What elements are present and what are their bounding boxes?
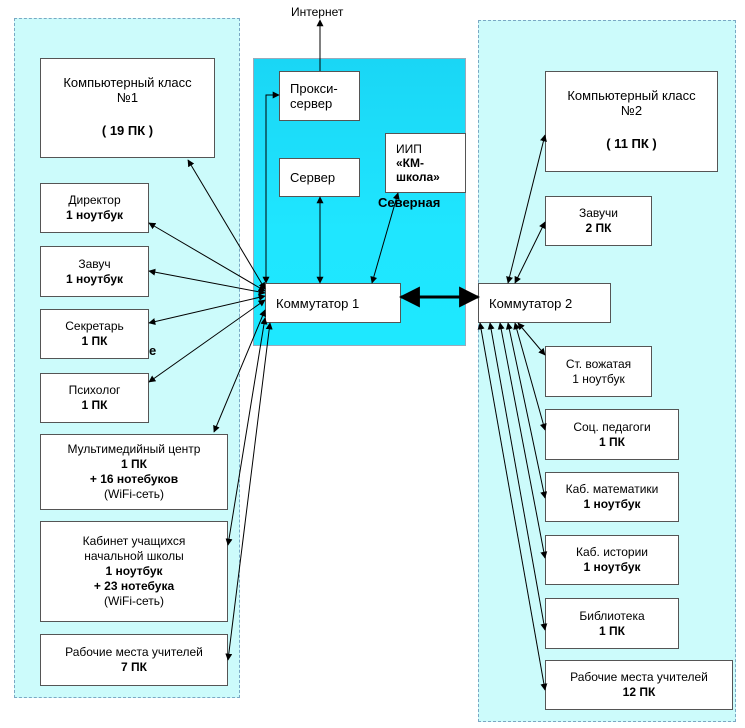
class2-title: Компьютерный класс — [567, 88, 696, 103]
link-iip-switch1 — [370, 192, 400, 284]
link-zavuch — [148, 268, 266, 296]
multimedia-title: Мультимедийный центр — [67, 442, 201, 456]
node-vozhataya: Ст. вожатая 1 ноутбук — [545, 346, 652, 397]
node-teachers2: Рабочие места учителей 12 ПК — [545, 660, 733, 710]
primary-title: Кабинет учащихся — [82, 534, 186, 548]
class1-title2: №1 — [116, 90, 139, 105]
link-proxy-switch1 — [262, 91, 280, 284]
server-label: Сервер — [290, 170, 336, 185]
secretary-detail: 1 ПК — [81, 334, 108, 348]
class2-title2: №2 — [620, 103, 643, 118]
link-secretary — [148, 294, 266, 325]
node-class1: Компьютерный класс №1 ( 19 ПК ) — [40, 58, 215, 158]
iip-line1: ИИП — [396, 142, 422, 156]
psychologist-detail: 1 ПК — [81, 398, 108, 412]
multimedia-detail3: (WiFi-сеть) — [104, 487, 164, 501]
iip-box: ИИП «КМ- школа» — [385, 133, 466, 193]
library-detail: 1 ПК — [599, 623, 625, 638]
director-title: Директор — [68, 193, 121, 207]
internet-label: Интернет — [291, 5, 344, 19]
switch-1-label: Коммутатор 1 — [276, 295, 360, 311]
socped-title: Соц. педагоги — [573, 419, 651, 434]
teachers2-detail: 12 ПК — [622, 685, 656, 699]
node-psychologist: Психолог 1 ПК — [40, 373, 149, 423]
vozhataya-detail: 1 ноутбук — [572, 371, 625, 386]
link-history — [497, 322, 548, 559]
history-title: Каб. истории — [575, 545, 649, 559]
class1-title: Компьютерный класс — [63, 75, 192, 90]
proxy-server-box: Прокси- сервер — [279, 71, 360, 121]
psychologist-title: Психолог — [68, 383, 121, 397]
link-multimedia — [213, 309, 266, 433]
primary-title2: начальной школы — [84, 549, 184, 563]
primary-detail2: + 23 нотебука — [93, 579, 175, 593]
proxy-line1: Прокси- — [290, 81, 338, 96]
link-psychologist — [148, 299, 266, 383]
zavuch-title: Завуч — [78, 256, 111, 271]
zavuchi-title: Завучи — [579, 206, 618, 220]
director-detail: 1 ноутбук — [65, 208, 124, 222]
math-title: Каб. математики — [565, 482, 659, 496]
teachers1-title: Рабочие места учителей — [65, 645, 203, 659]
iip-line2: «КМ- — [396, 156, 424, 170]
switch-2-label: Коммутатор 2 — [489, 295, 573, 311]
node-primary: Кабинет учащихся начальной школы 1 ноутб… — [40, 521, 228, 622]
secretary-title: Секретарь — [65, 319, 124, 333]
node-history: Каб. истории 1 ноутбук — [545, 535, 679, 585]
node-library: Библиотека 1 ПК — [545, 598, 679, 649]
primary-detail: 1 ноутбук — [105, 564, 163, 578]
switch-2: Коммутатор 2 — [478, 283, 611, 323]
multimedia-detail: 1 ПК — [121, 457, 147, 471]
vozhataya-title: Ст. вожатая — [565, 356, 632, 371]
link-zavuchi — [514, 221, 546, 284]
node-socped: Соц. педагоги 1 ПК — [545, 409, 679, 460]
link-vozhataya — [517, 322, 546, 356]
node-teachers1: Рабочие места учителей 7 ПК — [40, 634, 228, 686]
teachers1-detail: 7 ПК — [121, 660, 147, 674]
node-director: Директор 1 ноутбук — [40, 183, 149, 233]
class2-detail: ( 11 ПК ) — [606, 136, 657, 151]
class1-detail: ( 19 ПК ) — [101, 123, 154, 138]
proxy-line2: сервер — [290, 96, 333, 111]
teachers2-title: Рабочие места учителей — [570, 670, 708, 684]
link-teachers2 — [477, 322, 548, 691]
zavuchi-detail: 2 ПК — [585, 221, 612, 235]
multimedia-detail2: + 16 нотебуков — [89, 472, 179, 486]
library-title: Библиотека — [579, 608, 645, 623]
zavuch-detail: 1 ноутбук — [65, 271, 124, 286]
math-detail: 1 ноутбук — [583, 497, 641, 511]
node-math: Каб. математики 1 ноутбук — [545, 472, 679, 522]
node-class2: Компьютерный класс №2 ( 11 ПК ) — [545, 71, 718, 172]
link-director — [148, 222, 266, 292]
iip-line3: школа» — [396, 170, 440, 184]
node-secretary: Секретарь 1 ПК — [40, 309, 149, 359]
node-zavuch: Завуч 1 ноутбук — [40, 246, 149, 297]
primary-detail3: (WiFi-сеть) — [104, 594, 164, 608]
switch-1: Коммутатор 1 — [265, 283, 401, 323]
history-detail: 1 ноутбук — [583, 560, 641, 574]
socped-detail: 1 ПК — [599, 434, 625, 449]
link-class2 — [506, 134, 547, 284]
node-multimedia: Мультимедийный центр 1 ПК + 16 нотебуков… — [40, 434, 228, 510]
link-class1 — [187, 159, 266, 290]
link-teachers1 — [225, 322, 273, 661]
server-box: Сервер — [279, 158, 360, 197]
